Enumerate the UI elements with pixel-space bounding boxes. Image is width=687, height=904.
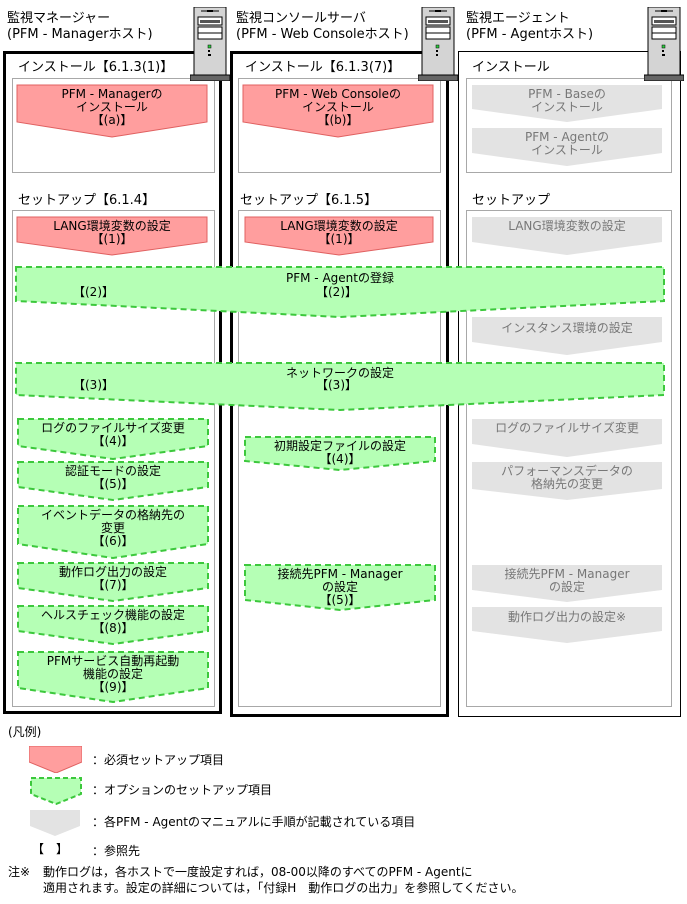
step-text: イベントデータの格納先の <box>40 508 185 522</box>
step-reference: 【(5)】 <box>319 593 361 607</box>
step-text: PFM - Agentの登録 <box>286 271 394 285</box>
note-line2: 適用されます。設定の詳細については，「付録H 動作ログの出力」を参照してください… <box>43 881 524 895</box>
legend-manual-text: ：各PFM - Agentのマニュアルに手順が記載されている項目 <box>92 815 416 829</box>
step-text: 変更 <box>100 521 125 535</box>
legend-reference-symbol: 【 】 <box>32 842 69 856</box>
step-manager-health-check: ヘルスチェック機能の設定 【(8)】 <box>17 605 209 646</box>
step-agent-install-base: PFM - Baseの インストール <box>472 85 662 122</box>
manager-setup-label: セットアップ【6.1.4】 <box>18 193 156 208</box>
manager-reference: 【(3)】 <box>73 378 114 392</box>
step-reference: 【(8)】 <box>92 621 134 635</box>
step-text: の設定 <box>321 580 358 594</box>
step-reference: 【(1)】 <box>318 232 360 246</box>
step-text: 接続先PFM - Manager <box>277 567 403 581</box>
legend-reference-text: ：参照先 <box>92 844 141 858</box>
console-server-icon <box>418 7 458 81</box>
step-reference: 【(5)】 <box>92 477 134 491</box>
manager-title-line2: (PFM - Managerホスト) <box>7 27 153 42</box>
manager-server-icon <box>190 7 230 81</box>
step-agent-instance: インスタンス環境の設定 <box>472 317 662 355</box>
agent-host-title: 監視エージェント (PFM - Agentホスト) <box>466 11 593 43</box>
console-setup-label: セットアップ【6.1.5】 <box>240 193 378 208</box>
step-text: ヘルスチェック機能の設定 <box>40 608 185 622</box>
step-manager-lang: LANG環境変数の設定 【(1)】 <box>16 216 208 256</box>
step-text: LANG環境変数の設定 <box>280 219 398 233</box>
step-manager-action-log: 動作ログ出力の設定 【(7)】 <box>17 562 209 603</box>
agent-title-line1: 監視エージェント <box>466 11 570 26</box>
console-reference: 【(2)】 <box>316 285 357 299</box>
step-text: インストール <box>531 143 603 157</box>
console-install-label: インストール【6.1.3(7)】 <box>245 60 401 75</box>
step-text: の設定 <box>548 580 585 594</box>
legend-required-text: ：必須セットアップ項目 <box>92 753 225 767</box>
legend-optional-shape <box>30 777 82 805</box>
step-agent-connect-manager: 接続先PFM - Manager の設定 <box>472 565 662 602</box>
step-text: ログのファイルサイズ変更 <box>41 421 185 435</box>
step-text: 認証モードの設定 <box>64 464 161 478</box>
step-reference: 【(4)】 <box>319 452 361 466</box>
step-manager-auth-mode: 認証モードの設定 【(5)】 <box>17 461 209 502</box>
agent-setup-label: セットアップ <box>472 193 551 208</box>
step-text: PFMサービス自動再起動 <box>46 654 180 668</box>
step-text: LANG環境変数の設定 <box>53 219 171 233</box>
step-text: 初期設定ファイルの設定 <box>273 439 406 453</box>
step-text: 機能の設定 <box>82 667 143 681</box>
note-marker: 注※ <box>8 865 31 879</box>
step-console-connect-manager: 接続先PFM - Manager の設定 【(5)】 <box>244 564 436 612</box>
step-reference: 【(7)】 <box>92 578 134 592</box>
step-reference: 【(a)】 <box>91 113 133 127</box>
step-text: LANG環境変数の設定 <box>508 219 626 233</box>
legend-optional-text: ：オプションのセットアップ項目 <box>92 783 273 797</box>
manager-title-line1: 監視マネージャー <box>7 11 111 26</box>
step-text: インスタンス環境の設定 <box>501 321 633 335</box>
step-text: 動作ログ出力の設定 <box>58 565 167 579</box>
console-host-title: 監視コンソールサーバ (PFM - Web Consoleホスト) <box>236 11 409 43</box>
agent-title-line2: (PFM - Agentホスト) <box>466 27 594 42</box>
manager-install-label: インストール【6.1.3(1)】 <box>18 60 174 75</box>
console-title-line1: 監視コンソールサーバ <box>236 11 366 26</box>
manager-host-title: 監視マネージャー (PFM - Managerホスト) <box>7 11 153 43</box>
note-line1: 動作ログは，各ホストで一度設定すれば，08-00以降のすべてのPFM - Age… <box>43 865 473 879</box>
step-agent-action-log: 動作ログ出力の設定※ <box>472 607 662 643</box>
step-console-install: PFM - Web Consoleの インストール 【(b)】 <box>242 84 434 138</box>
console-title-line2: (PFM - Web Consoleホスト) <box>236 27 409 42</box>
step-text: PFM - Managerの <box>61 87 163 101</box>
step-shared-network: ネットワークの設定 【(3)】 【(3)】 <box>15 362 665 412</box>
step-manager-log-size: ログのファイルサイズ変更 【(4)】 <box>17 418 209 461</box>
step-text: 格納先の変更 <box>530 477 603 491</box>
step-text: インストール <box>76 100 148 114</box>
agent-server-icon <box>644 7 684 81</box>
step-agent-install-agent: PFM - Agentの インストール <box>472 128 662 166</box>
manager-reference: 【(2)】 <box>73 285 114 299</box>
step-console-init-file: 初期設定ファイルの設定 【(4)】 <box>244 436 436 472</box>
step-text: ログのファイルサイズ変更 <box>495 421 639 435</box>
step-manager-install: PFM - Managerの インストール 【(a)】 <box>16 84 208 138</box>
agent-install-label: インストール <box>472 60 550 75</box>
step-text: PFM - Agentの <box>525 130 609 144</box>
step-reference: 【(9)】 <box>92 680 134 694</box>
step-console-lang: LANG環境変数の設定 【(1)】 <box>244 216 434 256</box>
step-text: インストール <box>302 100 374 114</box>
step-agent-lang: LANG環境変数の設定 <box>472 217 662 255</box>
step-text: 動作ログ出力の設定※ <box>507 610 627 624</box>
step-text: インストール <box>531 100 603 114</box>
step-reference: 【(6)】 <box>92 534 134 548</box>
step-reference: 【(4)】 <box>92 434 134 448</box>
step-shared-agent-registration: PFM - Agentの登録 【(2)】 【(2)】 <box>15 266 665 319</box>
legend-title: (凡例) <box>8 725 42 739</box>
step-text: PFM - Baseの <box>528 87 606 101</box>
step-agent-log-size: ログのファイルサイズ変更 <box>472 419 662 457</box>
step-text: ネットワークの設定 <box>285 366 394 380</box>
step-text: パフォーマンスデータの <box>501 464 633 478</box>
step-manager-event-data: イベントデータの格納先の 変更 【(6)】 <box>17 505 209 560</box>
step-agent-perf-data: パフォーマンスデータの 格納先の変更 <box>472 462 662 500</box>
legend-manual-shape <box>30 810 80 836</box>
step-manager-auto-restart: PFMサービス自動再起動 機能の設定 【(9)】 <box>17 651 209 704</box>
step-text: PFM - Web Consoleの <box>274 87 402 101</box>
step-reference: 【(b)】 <box>317 113 359 127</box>
console-reference: 【(3)】 <box>316 378 357 392</box>
step-reference: 【(1)】 <box>91 232 133 246</box>
legend-required-shape <box>29 746 82 773</box>
step-text: 接続先PFM - Manager <box>504 567 630 581</box>
